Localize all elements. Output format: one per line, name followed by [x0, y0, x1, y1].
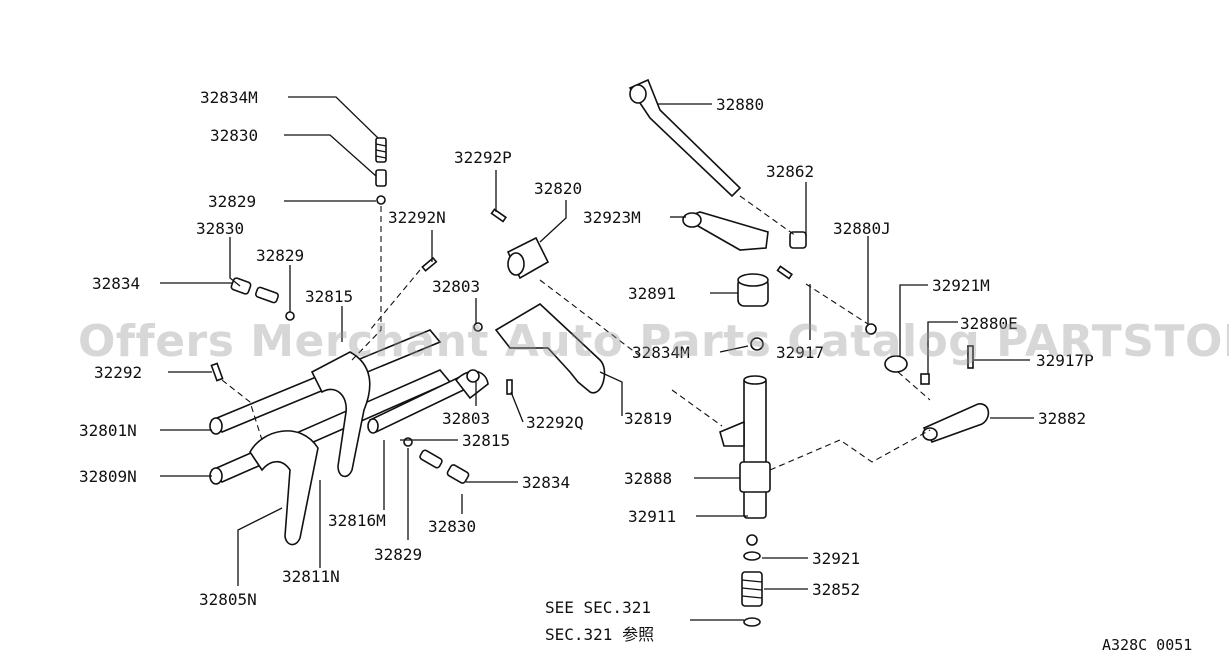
bracket-32820: [506, 236, 550, 280]
label-32829-top: 32829: [208, 192, 256, 211]
oring-32921: [743, 551, 761, 561]
pin-32292N: [421, 256, 438, 272]
label-32819: 32819: [624, 409, 672, 428]
seal-sec321: [743, 617, 761, 627]
ball-32829-top: [376, 195, 386, 205]
spring-32862: [789, 231, 807, 249]
label-32809N: 32809N: [79, 467, 137, 486]
label-32834M-right: 32834M: [632, 343, 690, 362]
label-32830-left: 32830: [196, 219, 244, 238]
label-32830-lower: 32830: [428, 517, 476, 536]
label-32803-top: 32803: [432, 277, 480, 296]
assembly-line-1: [351, 206, 382, 361]
label-32815-top: 32815: [305, 287, 353, 306]
pin-32292: [210, 362, 224, 382]
ball-32829-lower: [403, 437, 413, 447]
label-32917: 32917: [776, 343, 824, 362]
assembly-line-5: [739, 195, 797, 237]
assembly-line-4: [539, 279, 641, 357]
clip-32880E: [920, 373, 930, 385]
shift-fork-rear: [454, 370, 489, 400]
bracket-32923M: [682, 211, 769, 251]
spring-32834-lower: [446, 464, 470, 484]
assembly-line-9: [671, 389, 723, 427]
label-32911: 32911: [628, 507, 676, 526]
assembly-line-2: [369, 269, 421, 331]
bushing-32891: [737, 273, 769, 307]
label-32292: 32292: [94, 363, 142, 382]
label-32815-lower: 32815: [462, 431, 510, 450]
fork-32819: [494, 303, 606, 394]
label-32803-lower: 32803: [442, 409, 490, 428]
spring-32830-left: [254, 286, 280, 304]
shaft-32888: [719, 375, 771, 519]
spring-32830-top: [375, 169, 387, 187]
watermark: Offers Merchant Auto Parts Catalog PARTS…: [78, 316, 1229, 367]
label-32882: 32882: [1038, 409, 1086, 428]
pin-32292Q: [506, 379, 513, 395]
washer-32880J: [865, 323, 877, 335]
label-32834-left: 32834: [92, 274, 140, 293]
assembly-line-6: [805, 283, 869, 325]
label-32829-left: 32829: [256, 246, 304, 265]
assembly-line-3: [221, 379, 263, 441]
pin-32917: [776, 265, 793, 280]
label-32852: 32852: [812, 580, 860, 599]
assembly-line-8: [769, 429, 931, 471]
clip-32803-lower: [466, 369, 480, 383]
label-32917P: 32917P: [1036, 351, 1094, 370]
assembly-line-7: [897, 371, 931, 401]
diagram-code: A328C 0051: [1102, 636, 1193, 654]
label-32921M: 32921M: [932, 276, 990, 295]
see-section-note-jp: SEC.321 参照: [545, 625, 655, 644]
label-32862: 32862: [766, 162, 814, 181]
label-32834M: 32834M: [200, 88, 258, 107]
spring-32834M-right: [750, 337, 764, 351]
label-32834-lower: 32834: [522, 473, 570, 492]
spring-32834M: [375, 137, 387, 163]
lever-32880: [628, 78, 742, 198]
label-32830-top: 32830: [210, 126, 258, 145]
label-32923M: 32923M: [583, 208, 641, 227]
shift-fork-middle: [310, 351, 371, 478]
washer-32911: [746, 534, 758, 546]
label-32891: 32891: [628, 284, 676, 303]
pin-32292P: [490, 208, 507, 223]
label-32805N: 32805N: [199, 590, 257, 609]
pin-32917P: [967, 345, 974, 369]
label-32820: 32820: [534, 179, 582, 198]
washer-32921M: [884, 355, 908, 373]
label-32801N: 32801N: [79, 421, 137, 440]
label-32880: 32880: [716, 95, 764, 114]
spring-32830-lower: [419, 449, 443, 469]
label-32829-lower: 32829: [374, 545, 422, 564]
label-32292Q: 32292Q: [526, 413, 584, 432]
clip-32803-top: [473, 322, 483, 332]
label-32292N: 32292N: [388, 208, 446, 227]
label-32880J: 32880J: [833, 219, 891, 238]
spring-32834-left: [230, 277, 252, 295]
lever-32882: [922, 403, 990, 443]
spring-32852: [741, 571, 763, 607]
label-32921: 32921: [812, 549, 860, 568]
label-32292P: 32292P: [454, 148, 512, 167]
see-section-note: SEE SEC.321: [545, 598, 651, 617]
label-32888: 32888: [624, 469, 672, 488]
label-32816M: 32816M: [328, 511, 386, 530]
label-32880E: 32880E: [960, 314, 1018, 333]
shift-rod-middle: [367, 370, 478, 434]
label-32811N: 32811N: [282, 567, 340, 586]
shift-fork-front: [249, 430, 319, 546]
